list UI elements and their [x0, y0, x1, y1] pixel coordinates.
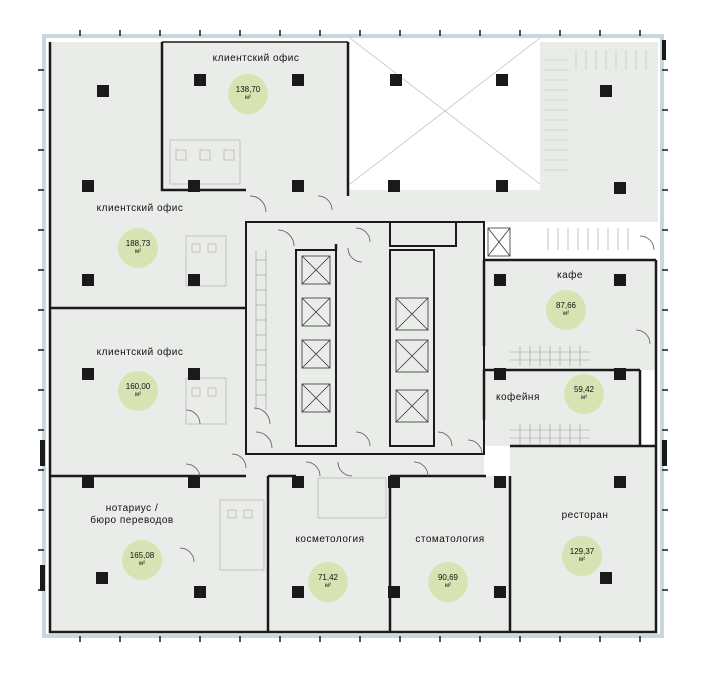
room-notary-area: 165,08: [129, 551, 155, 560]
area-unit: м²: [244, 95, 252, 101]
atrium-stair-hatch: [544, 50, 647, 171]
room-office-3-label: клиентский офис: [96, 347, 184, 358]
room-office-1-area: 138,70: [235, 85, 261, 94]
room-office-2-area: 188,73: [125, 239, 151, 248]
room-restaurant-area-badge: 129,37 м²: [562, 536, 602, 576]
fixtures: [169, 139, 387, 571]
room-fills: [50, 42, 658, 632]
room-dentistry-fill: [390, 476, 510, 632]
room-cafe-area-badge: 87,66 м²: [546, 290, 586, 330]
atrium-stairs-fill: [540, 42, 658, 222]
room-cafe-label: кафе: [557, 270, 583, 281]
room-dentistry-area-badge: 90,69 м²: [428, 562, 468, 602]
doors: [179, 195, 655, 563]
area-unit: м²: [562, 311, 570, 317]
room-notary-label-2: бюро переводов: [90, 515, 174, 526]
room-office-2-area-badge: 188,73 м²: [118, 228, 158, 268]
elevators: [301, 227, 511, 423]
room-office-1-fill: [162, 42, 348, 190]
area-unit: м²: [134, 392, 142, 398]
room-dentistry-area: 90,69: [437, 573, 459, 582]
room-office-1-label: клиентский офис: [212, 53, 300, 64]
area-unit: м²: [578, 557, 586, 563]
room-cosmetology-fill: [268, 476, 390, 632]
room-cosmetology-area: 71,42: [317, 573, 339, 582]
area-unit: м²: [134, 249, 142, 255]
room-office-3-area: 160,00: [125, 382, 151, 391]
room-coffee-area-badge: 59,42 м²: [564, 374, 604, 414]
room-cosmetology-label: косметология: [295, 534, 365, 545]
columns: [82, 74, 626, 598]
room-notary-label: нотариус /: [105, 503, 159, 514]
room-restaurant-area: 129,37: [569, 547, 595, 556]
room-coffee-fill: [484, 370, 640, 446]
area-unit: м²: [580, 395, 588, 401]
room-office-2-label: клиентский офис: [96, 203, 184, 214]
room-coffee-area: 59,42: [573, 385, 595, 394]
room-office-1-area-badge: 138,70 м²: [228, 74, 268, 114]
core-fill: [246, 222, 484, 476]
room-coffee-label: кофейня: [496, 392, 540, 403]
area-unit: м²: [444, 583, 452, 589]
room-restaurant-label: ресторан: [561, 510, 609, 521]
area-unit: м²: [324, 583, 332, 589]
room-dentistry-label: стоматология: [415, 534, 485, 545]
area-unit: м²: [138, 561, 146, 567]
facade-ticks: [38, 30, 668, 642]
room-office-3-area-badge: 160,00 м²: [118, 371, 158, 411]
room-cafe-area: 87,66: [555, 301, 577, 310]
room-cosmetology-area-badge: 71,42 м²: [308, 562, 348, 602]
room-notary-area-badge: 165,08 м²: [122, 540, 162, 580]
stairs: [255, 228, 629, 444]
